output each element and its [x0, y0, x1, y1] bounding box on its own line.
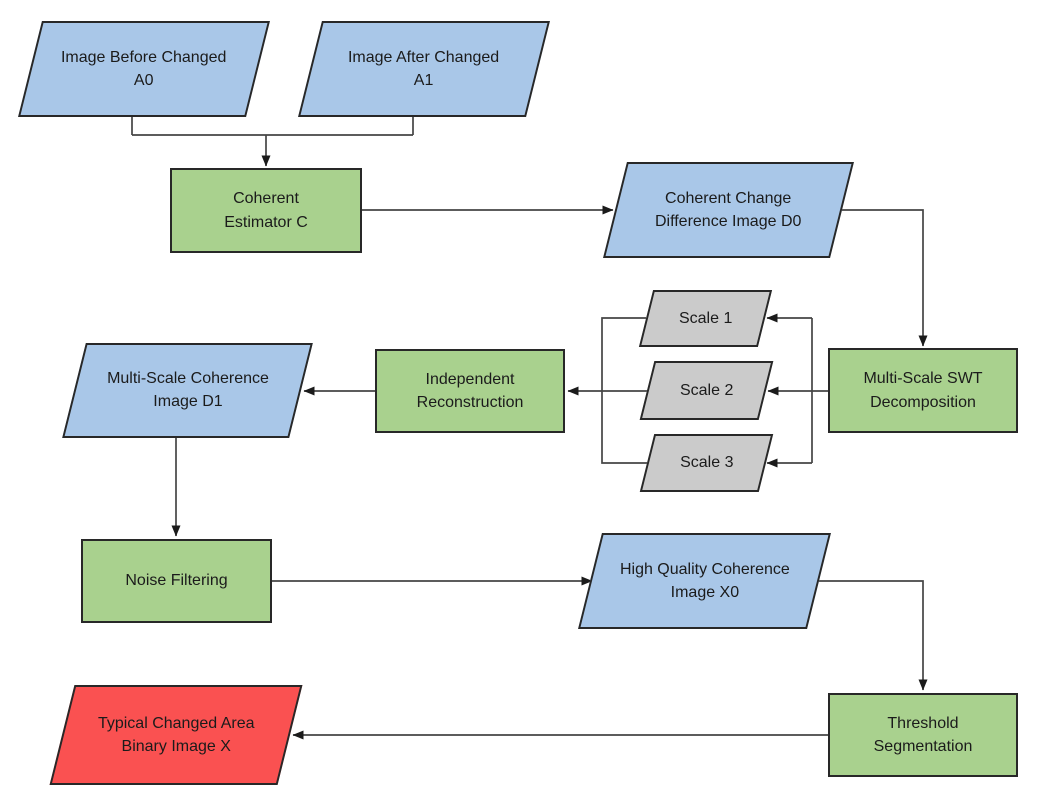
node-multi-scale-coherence-image-d1: Multi-Scale Coherence Image D1	[62, 343, 313, 438]
node-noise-filtering: Noise Filtering	[81, 539, 272, 623]
node-label: Noise Filtering	[125, 572, 228, 590]
node-coherent-change-difference-image-d0: Coherent Change Difference Image D0	[603, 162, 854, 258]
node-label: Image After Changed A1	[348, 48, 500, 89]
node-label: Coherent Estimator C	[224, 190, 308, 231]
node-scale-3: Scale 3	[639, 434, 774, 492]
node-scale-2: Scale 2	[639, 361, 774, 420]
node-multi-scale-swt-decomposition: Multi-Scale SWT Decomposition	[828, 348, 1018, 433]
node-image-after-changed-a1: Image After Changed A1	[298, 21, 550, 117]
node-independent-reconstruction: Independent Reconstruction	[375, 349, 565, 433]
node-threshold-segmentation: Threshold Segmentation	[828, 693, 1018, 777]
node-label: Multi-Scale SWT Decomposition	[863, 370, 983, 411]
node-image-before-changed-a0: Image Before Changed A0	[18, 21, 270, 117]
node-label: Coherent Change Difference Image D0	[655, 189, 802, 230]
node-label: Independent Reconstruction	[416, 370, 524, 411]
node-label: Scale 2	[679, 381, 734, 399]
node-label: Scale 1	[678, 309, 733, 327]
node-scale-1: Scale 1	[638, 290, 773, 347]
connector-x0-to-ts	[819, 580, 928, 691]
node-typical-changed-area-binary-image-x: Typical Changed Area Binary Image X	[49, 685, 303, 785]
node-label: High Quality Coherence Image X0	[619, 560, 790, 601]
node-label: Typical Changed Area Binary Image X	[97, 714, 255, 755]
node-label: Image Before Changed A0	[61, 48, 227, 89]
node-label: Multi-Scale Coherence Image D1	[106, 370, 269, 411]
node-label: Threshold Segmentation	[873, 714, 973, 755]
connector-d0-to-swt	[842, 209, 928, 347]
node-coherent-estimator-c: Coherent Estimator C	[170, 168, 362, 253]
node-label: Scale 3	[679, 454, 734, 472]
connector-a0-a1-merge	[131, 117, 414, 136]
node-high-quality-coherence-image-x0: High Quality Coherence Image X0	[578, 533, 831, 629]
